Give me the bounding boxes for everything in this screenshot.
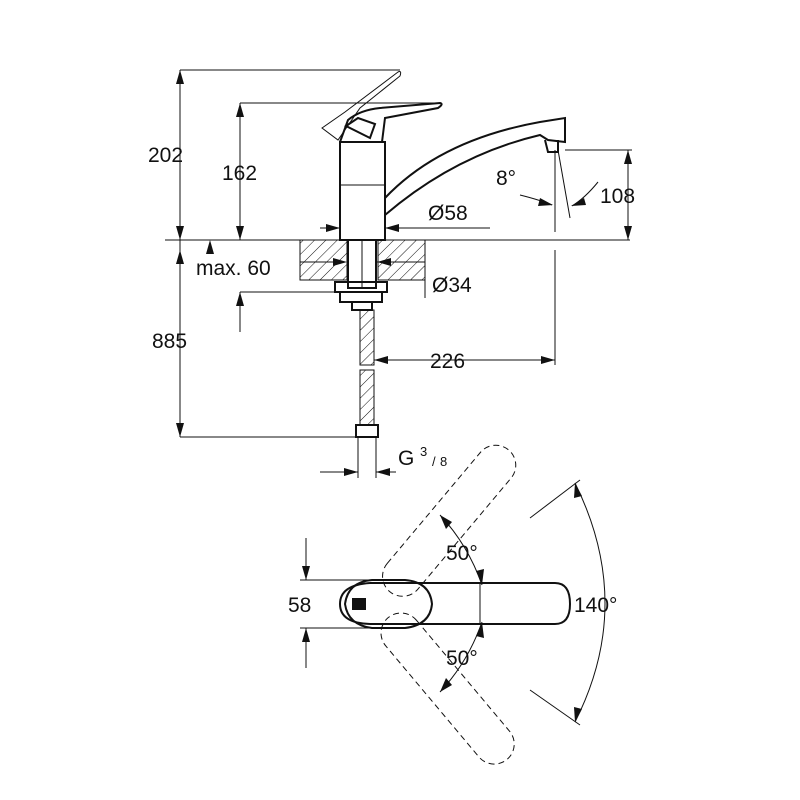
flex-hose [355,309,379,438]
faucet-shank [334,239,388,311]
lever-rotated-up [382,444,517,597]
dim-max-thickness: max. 60 [196,257,271,280]
dim-swivel-up: 50° [446,542,478,565]
dim-hose-length: 885 [152,330,187,353]
dim-hole-diameter: Ø34 [432,274,472,297]
dim-height-total: 202 [148,144,183,167]
dim-swivel-down: 50° [446,647,478,670]
dim-thread-numerator: 3 [420,444,427,459]
lever-top-view [338,579,572,629]
dim-spout-reach: 226 [430,350,465,373]
dim-thread: G [398,447,414,470]
dim-spout-angle: 8° [496,167,516,190]
dim-base-diameter: Ø58 [428,202,468,225]
dim-spout-height: 108 [600,185,635,208]
faucet-spout [384,116,566,216]
dim-lever-width: 58 [288,594,311,617]
dim-thread-denominator: 8 [440,454,447,469]
lever-raised-outline [321,71,402,141]
countertop-section [299,239,426,281]
faucet-body [321,71,443,241]
dim-thread-slash: / [432,454,436,469]
dim-height-spout: 162 [222,162,257,185]
dim-swivel-total: 140° [574,594,617,617]
lever-rotated-down [380,612,515,765]
